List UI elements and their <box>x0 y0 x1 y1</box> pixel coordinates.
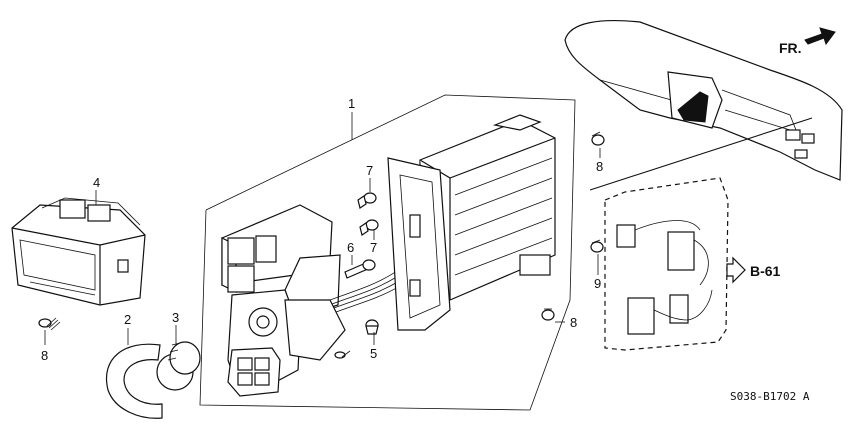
front-direction-arrow <box>804 27 836 46</box>
control-head <box>221 204 450 397</box>
direction-label: FR. <box>779 40 802 56</box>
screw-9 <box>590 239 604 253</box>
callout-7a: 7 <box>366 163 373 178</box>
assembly-frame <box>199 94 576 411</box>
bolt-7a <box>357 192 377 209</box>
callout-8-left: 8 <box>41 348 48 363</box>
callout-9: 9 <box>594 276 601 291</box>
leader-lines <box>44 112 601 345</box>
callout-1: 1 <box>348 96 355 111</box>
screw-small-mid <box>334 350 351 359</box>
reference-arrow <box>726 256 746 284</box>
callout-4: 4 <box>93 175 100 190</box>
dashboard-inset <box>564 20 843 191</box>
callout-8-mid: 8 <box>570 315 577 330</box>
screw-8-mid <box>541 308 555 321</box>
hvac-box <box>387 114 556 331</box>
wiring-harness-box <box>604 177 729 351</box>
knob-part <box>156 341 201 391</box>
diagram-code: S038-B1702 A <box>730 390 810 403</box>
bolt-7b <box>359 219 379 236</box>
bezel-part <box>105 343 163 419</box>
bolt-6 <box>344 259 376 279</box>
screw-8-left <box>38 317 61 331</box>
callout-8-top: 8 <box>596 159 603 174</box>
display-unit <box>11 197 146 306</box>
screw-8-top <box>591 131 605 146</box>
callout-3: 3 <box>172 310 179 325</box>
callout-5: 5 <box>370 346 377 361</box>
callout-7b: 7 <box>370 240 377 255</box>
reference-label: B-61 <box>750 263 781 279</box>
callout-2: 2 <box>124 312 131 327</box>
screw-5 <box>365 319 379 335</box>
callout-6: 6 <box>347 240 354 255</box>
